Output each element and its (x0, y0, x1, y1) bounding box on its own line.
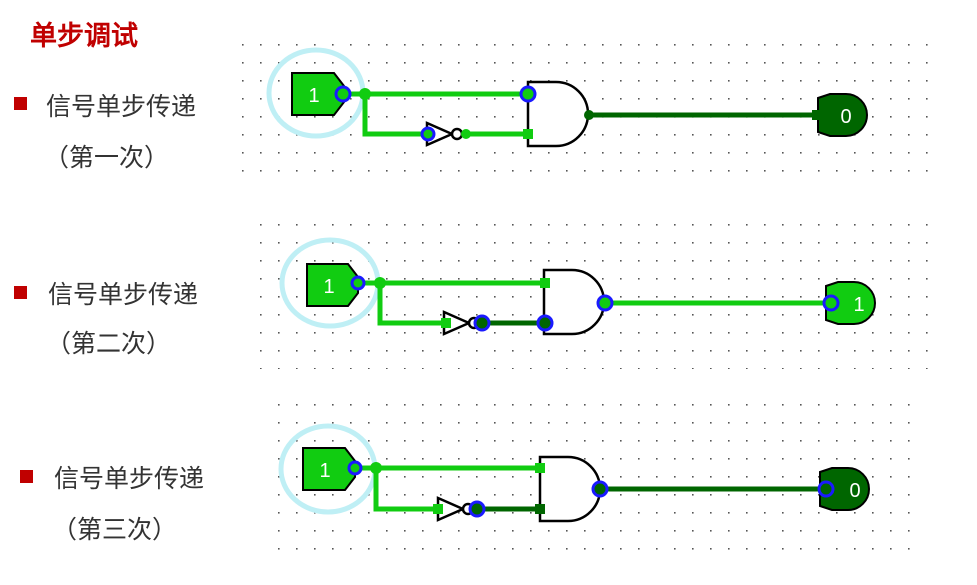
and-gate (526, 80, 590, 148)
output-value: 0 (849, 480, 860, 502)
input-value: 1 (323, 276, 334, 298)
output-pin (825, 281, 876, 325)
output-pin (819, 467, 870, 511)
bullet-marker (14, 97, 27, 110)
step-2-sub: （第二次） (46, 329, 172, 358)
output-pin (817, 93, 868, 137)
bullet-marker (20, 470, 33, 483)
step-3-label: 信号单步传递 (54, 464, 205, 493)
page-title: 单步调试 (30, 21, 138, 52)
input-pin (306, 263, 359, 307)
input-value: 1 (319, 460, 330, 482)
step-2-label: 信号单步传递 (48, 280, 199, 309)
step-1-sub: （第一次） (44, 143, 170, 172)
circuit-2: 1 1 (279, 237, 876, 336)
input-pin (302, 447, 356, 491)
and-gate (538, 455, 602, 523)
circuit-1: 1 0 (266, 47, 868, 148)
step-1-label: 信号单步传递 (46, 92, 197, 121)
input-value: 1 (308, 85, 319, 107)
output-value: 1 (853, 294, 864, 316)
circuit-3: 1 0 (278, 423, 870, 523)
step-3-sub: （第三次） (52, 515, 178, 544)
bullet-marker (14, 286, 27, 299)
output-value: 0 (840, 106, 851, 128)
